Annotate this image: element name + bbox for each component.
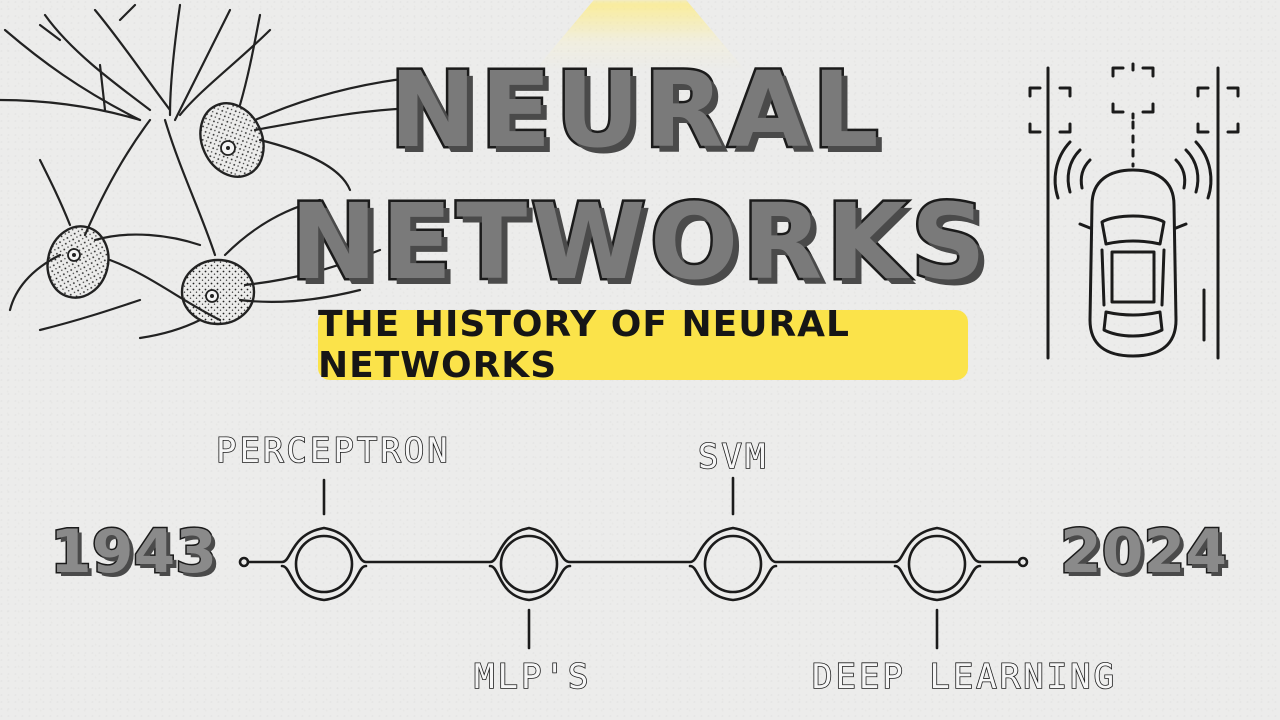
title-line-1: NEURAL <box>387 49 883 171</box>
subtitle-text: THE HISTORY OF NEURAL NETWORKS <box>318 304 850 386</box>
neuron-sketch-icon <box>0 3 417 340</box>
milestone-mlps: MLP'S <box>473 657 592 697</box>
end-year: 2024 <box>1059 517 1229 587</box>
subtitle-banner: THE HISTORY OF NEURAL NETWORKS <box>318 304 968 386</box>
timeline-node <box>294 534 354 594</box>
timeline-node <box>499 534 559 594</box>
milestone-svm: SVM <box>697 437 769 477</box>
self-driving-car-icon <box>1028 62 1240 360</box>
timeline-end-cap <box>1017 556 1029 568</box>
timeline-node <box>907 534 967 594</box>
milestone-perceptron: PERCEPTRON <box>215 431 451 471</box>
start-year: 1943 <box>49 517 219 587</box>
milestone-deep-learning: DEEP LEARNING <box>811 657 1118 697</box>
title-line-2: NETWORKS <box>288 181 990 303</box>
timeline-node <box>703 534 763 594</box>
